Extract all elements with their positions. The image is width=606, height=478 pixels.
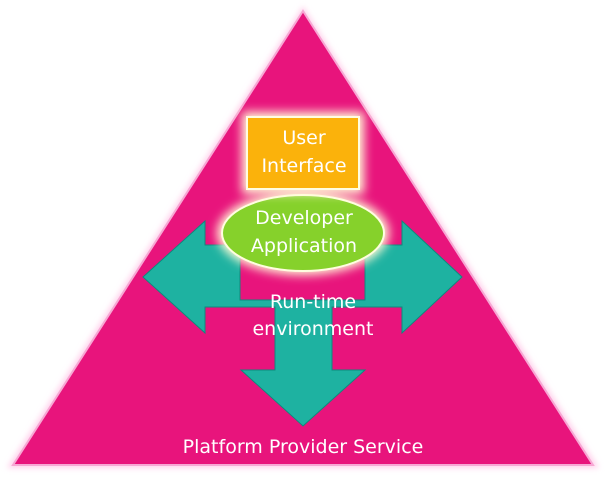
runtime-environment-label-line1: Run-time [269, 291, 357, 313]
user-interface-label: User Interface [248, 124, 360, 180]
developer-application-label-line2: Application [250, 235, 358, 257]
developer-application-label: Developer Application [222, 204, 386, 260]
developer-application-ellipse [221, 194, 385, 272]
platform-provider-service-label: Platform Provider Service [182, 436, 424, 458]
user-interface-box [246, 116, 360, 190]
user-interface-label-line1: User [282, 127, 326, 149]
user-interface-label-line2: Interface [261, 155, 347, 177]
runtime-arrow-shape [142, 219, 463, 427]
runtime-environment-label-line2: environment [252, 318, 374, 340]
runtime-environment-label: Run-time environment [228, 289, 398, 343]
developer-application-label-line1: Developer [255, 207, 353, 229]
